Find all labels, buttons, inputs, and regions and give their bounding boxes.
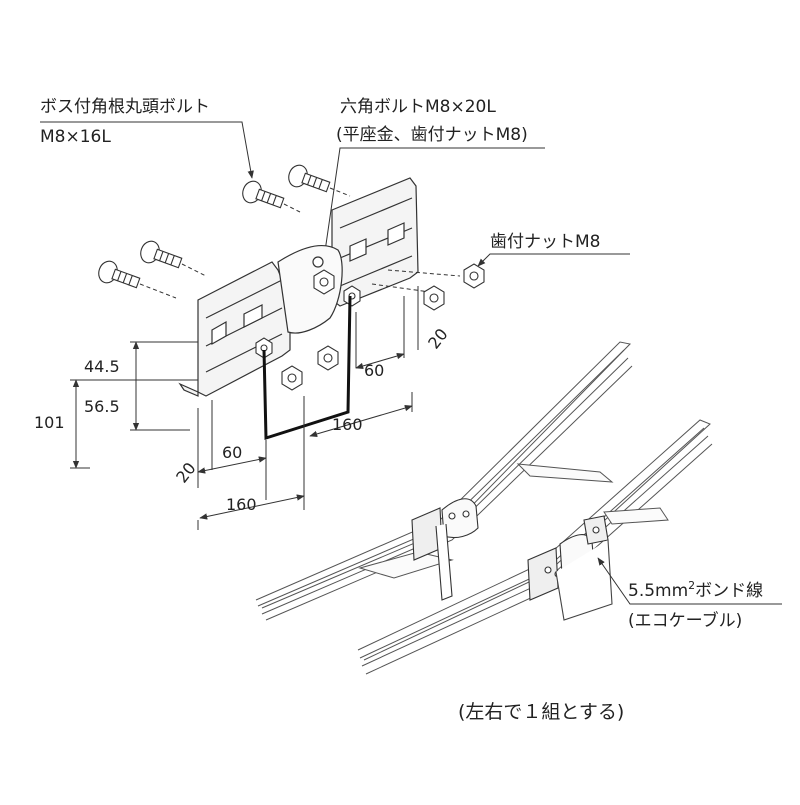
dim-left-160: 160	[226, 495, 257, 514]
dim-height-total: 101	[34, 413, 65, 432]
bond-wire-name: ボンド線	[695, 581, 763, 601]
boss-bolts	[98, 164, 331, 289]
dim-left-60: 60	[222, 443, 242, 462]
set-note: (左右で１組とする)	[458, 701, 624, 723]
toothed-nut-label: 歯付ナットM8	[490, 232, 600, 252]
boss-bolt-leader	[40, 121, 254, 179]
assembled-joint-rear	[411, 498, 479, 601]
joint-plate-right	[331, 177, 419, 307]
boss-bolt-label: ボス付角根丸頭ボルト	[40, 97, 210, 117]
hex-bolt-leader	[319, 147, 545, 273]
eco-cable-label: (エコケーブル)	[628, 610, 742, 631]
ladder-rungs-rear	[358, 463, 614, 579]
hinge-plate	[277, 244, 343, 334]
dim-right-160: 160	[332, 415, 363, 434]
dim-right-60: 60	[364, 361, 384, 380]
height-dimension-lines	[70, 341, 198, 469]
ladder-rungs-front	[603, 507, 669, 525]
dim-left-20: 20	[172, 459, 200, 487]
bond-wire-exploded	[262, 295, 352, 441]
boss-bolt-size-label: M8×16L	[40, 127, 111, 147]
right-width-dimension-lines	[309, 286, 419, 438]
toothed-nut-leader	[477, 253, 630, 267]
bond-wire-label: 5.5mm2ボンド線	[628, 579, 763, 601]
dim-right-20: 20	[424, 325, 452, 353]
ladder-rail-front	[357, 419, 713, 675]
dim-height-top: 44.5	[84, 357, 120, 376]
left-width-dimension-lines	[197, 396, 305, 530]
dim-height-bottom: 56.5	[84, 397, 120, 416]
bond-wire-superscript: 2	[688, 579, 695, 592]
toothed-nuts	[255, 263, 485, 391]
hex-bolt-label: 六角ボルトM8×20L	[340, 97, 496, 117]
assembled-joint-front	[527, 515, 613, 621]
hex-bolt-detail-label: (平座金、歯付ナットM8)	[336, 125, 528, 145]
bond-wire-leader	[597, 557, 782, 605]
bond-wire-size: 5.5mm	[628, 581, 688, 601]
bolt-axis-lines	[139, 187, 461, 299]
joint-plate-left	[178, 261, 291, 397]
